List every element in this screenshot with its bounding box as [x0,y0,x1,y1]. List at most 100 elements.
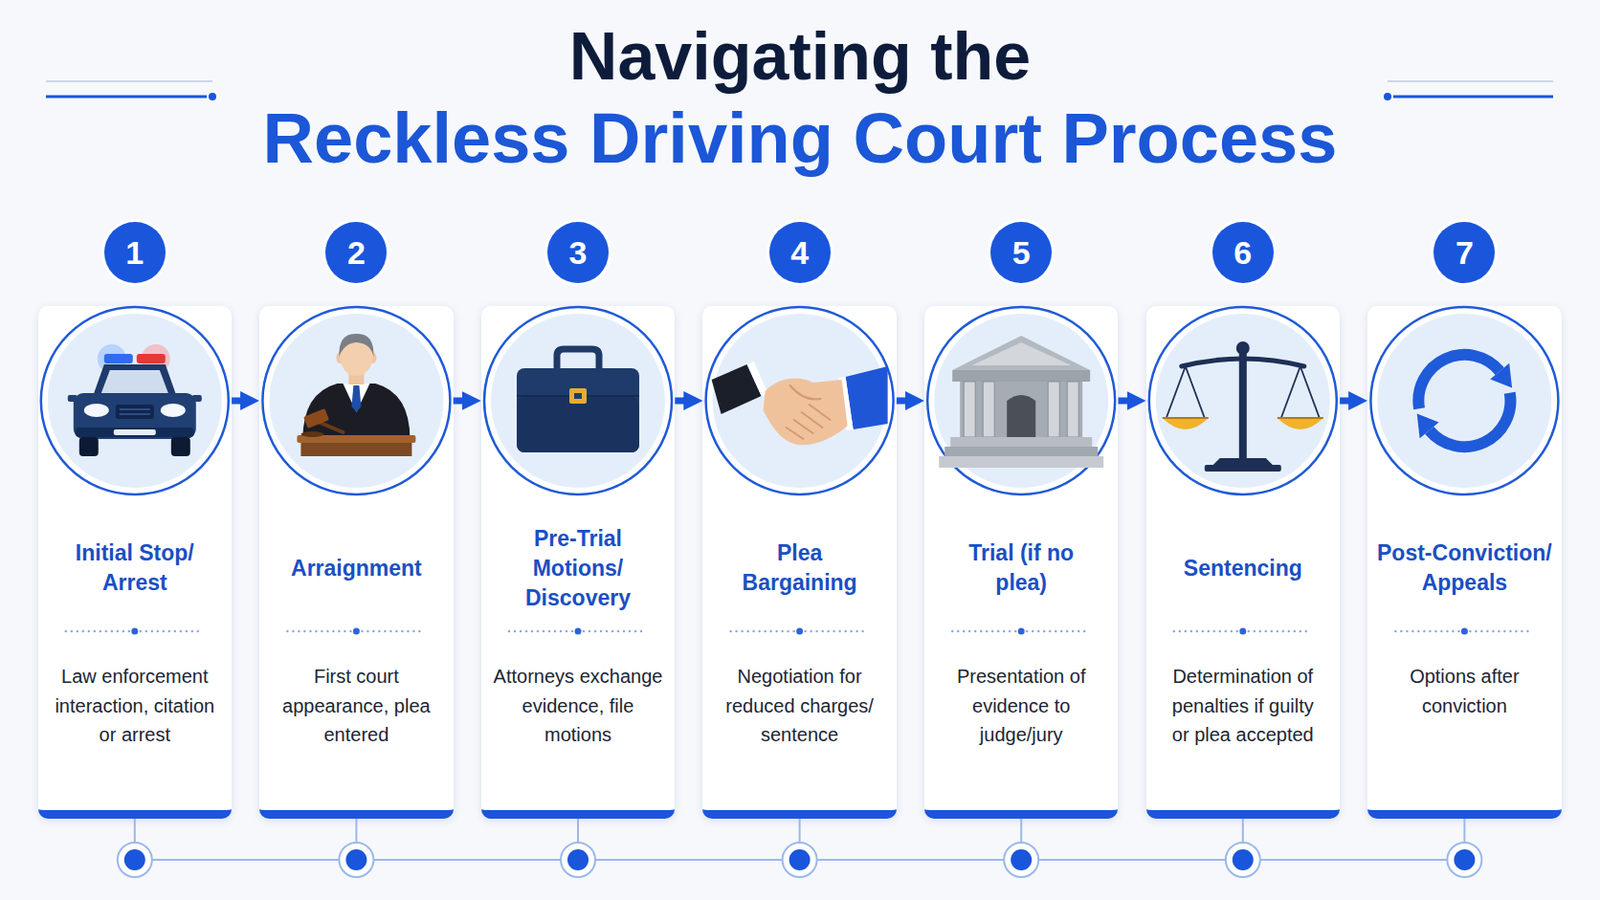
timeline-stop-part [560,843,596,878]
timeline-stop-part [1232,849,1254,871]
icon-circle-part [1149,307,1337,495]
briefcase-icon-part [569,388,587,404]
step-description: Determination of penalties if guilty or … [1166,662,1320,751]
police-car-icon-part [75,427,195,438]
police-car-icon-part [79,437,99,457]
handshake-icon-part [711,364,762,415]
timeline-stop-part [1225,843,1261,878]
courthouse-icon-part [952,370,1090,382]
step-description: First court appearance, plea entered [267,662,445,751]
handshake-icon [711,361,889,445]
timeline-stop-part [1463,819,1466,844]
timeline-stop-part [338,843,374,878]
step-description: Negotiation for reduced charges/ sentenc… [711,662,889,751]
judge-icon-part [302,383,410,440]
title-rule-right-part [1383,92,1392,101]
timeline-stop-part [133,819,136,844]
scales-icon-part [1277,418,1324,430]
scales-icon-part [1181,358,1305,367]
timeline-stop-part [567,849,589,871]
step-card: SentencingDetermination of penalties if … [1146,306,1341,820]
handshake-icon-part [763,378,848,446]
dotted-divider-part [131,628,138,636]
timeline-stop [782,819,818,878]
courthouse-icon-part [982,381,995,438]
briefcase-icon-part [516,395,640,398]
dotted-divider-part [353,628,360,636]
title-rule-left-part [208,92,217,101]
timeline-stop [338,819,374,878]
police-car-icon-part [101,370,169,394]
timeline [117,819,1483,878]
icon-circle-part [268,313,444,489]
step-card: Plea BargainingNegotiation for reduced c… [702,306,897,820]
timeline-stop [1003,819,1039,878]
timeline-stop-part [124,849,146,871]
briefcase-icon-part [556,349,600,371]
step-title-slot: Post-Conviction/ Appeals [1367,511,1562,626]
step-number: 5 [990,222,1052,284]
judge-icon-part [300,431,324,438]
icon-circle-part [41,307,229,495]
scales-icon-part [1239,353,1247,459]
dotted-divider-part [287,630,425,634]
judge-icon-part [339,337,373,377]
cycle-arrows-icon [1417,355,1512,447]
step-title: Sentencing [1152,554,1334,584]
step-title-slot: Arraignment [259,511,454,626]
dotted-divider-part [731,630,869,634]
judge-icon-part [368,352,377,364]
title-rule-left [45,81,217,101]
icon-circle-part [712,313,888,489]
diagram-title: Navigating the Reckless Driving Court Pr… [0,16,1600,179]
icon-circle-part [262,307,450,495]
courthouse-icon-part [963,381,976,438]
dotted-divider-part [796,628,803,636]
icon-circle [1370,307,1558,495]
flow-arrow [674,398,695,405]
cycle-arrows-icon-part-part [1429,393,1512,447]
icon-circle-part [706,307,894,495]
icon-circle [262,307,450,495]
judge-icon-part [338,333,374,357]
police-car-icon-part [141,344,171,374]
courthouse-icon-part [1047,381,1060,438]
courthouse-icon-part [950,437,1092,447]
police-car-icon-part [67,395,78,402]
title-rule-right-part [1387,80,1554,83]
judge-icon-part [335,352,344,364]
handshake-icon-part [845,366,889,430]
timeline-stop-part [1446,843,1482,878]
police-car-icon-part [104,354,134,364]
icon-circle [706,307,894,495]
timeline-stop-part [355,819,357,844]
icon-circle [41,307,229,495]
timeline-stop-part [577,819,579,844]
step-number: 2 [325,222,387,284]
scales-icon-part [1166,366,1320,419]
step-card: Pre-Trial Motions/ DiscoveryAttorneys ex… [481,306,676,820]
flow-arrow [1117,398,1138,405]
scales-icon [1162,341,1324,472]
courthouse-icon-part [959,381,1083,438]
cycle-arrows-icon-part [1418,355,1500,409]
step-card: Initial Stop/ ArrestLaw enforcement inte… [38,306,233,820]
icon-circle-part [927,307,1115,495]
scales-icon-part [1236,341,1250,356]
handshake-icon-part [786,385,831,440]
briefcase-icon-part [516,368,640,453]
judge-icon-part [348,372,364,385]
title-spacer [1096,16,1600,93]
briefcase-icon [516,349,640,453]
courthouse-icon [938,335,1104,468]
judge-icon-part [351,385,361,413]
scales-icon-part [1162,418,1209,430]
judge-icon-part [300,443,412,457]
step-number-badge: 2 [325,222,387,284]
police-car-icon-part [97,344,127,374]
icon-circle-part [47,313,223,489]
police-car-icon-part [92,364,178,398]
title-rule-left-part [45,95,207,99]
briefcase-icon-part [574,393,582,400]
timeline-stop-part [799,819,801,844]
